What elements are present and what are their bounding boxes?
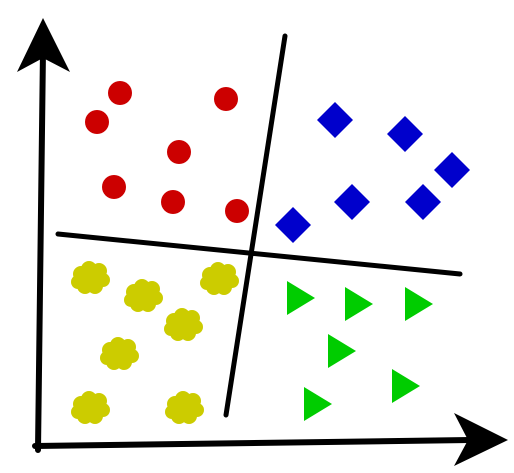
dividers (55, 33, 463, 418)
vertical-divider (223, 33, 288, 418)
blue-diamond-point (434, 152, 470, 188)
x-axis-arrowhead (454, 413, 508, 466)
x-axis-line (32, 437, 473, 449)
red-circle-point (167, 140, 191, 164)
yellow-cloud-point (71, 261, 110, 294)
green-triangle-point (392, 369, 420, 403)
circle-group (85, 81, 249, 223)
blue-diamond-point (405, 184, 441, 220)
green-triangle-point (287, 281, 315, 315)
green-triangle-point (405, 287, 433, 321)
red-circle-point (161, 190, 185, 214)
red-circle-point (102, 175, 126, 199)
yellow-cloud-point (200, 262, 239, 295)
red-circle-point (108, 81, 132, 105)
triangle-group (287, 281, 433, 421)
yellow-cloud-point (165, 391, 204, 424)
y-axis-arrowhead (17, 18, 70, 72)
yellow-cloud-point (100, 337, 139, 370)
horizontal-divider (55, 231, 463, 277)
green-triangle-point (304, 387, 332, 421)
yellow-cloud-point (124, 279, 163, 312)
red-circle-point (85, 110, 109, 134)
blue-diamond-point (387, 116, 423, 152)
diamond-group (275, 102, 470, 243)
blue-diamond-point (275, 207, 311, 243)
red-circle-point (214, 87, 238, 111)
green-triangle-point (328, 334, 356, 368)
blue-diamond-point (334, 184, 370, 220)
green-triangle-point (345, 287, 373, 321)
cloud-group (71, 261, 239, 424)
yellow-cloud-point (164, 308, 203, 341)
red-circle-point (225, 199, 249, 223)
yellow-cloud-point (71, 391, 110, 424)
axes (17, 18, 508, 466)
blue-diamond-point (317, 102, 353, 138)
y-axis-line (35, 47, 46, 453)
